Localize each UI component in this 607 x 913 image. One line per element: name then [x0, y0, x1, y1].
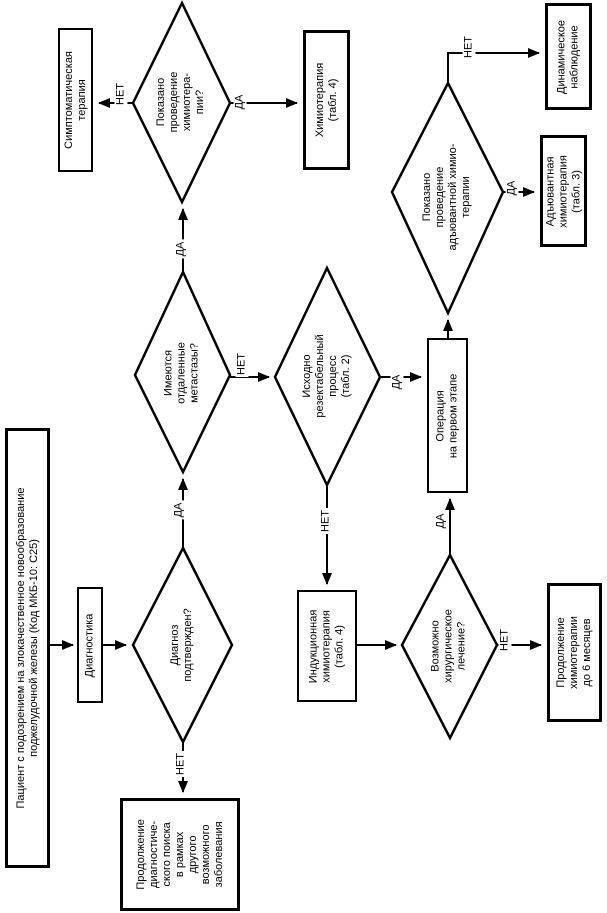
node-continue-chemo-6-months: Продолжение химиотерапии до 6 месяцев: [547, 583, 602, 722]
node-chemotherapy-label: Химиотерапия (табл. 4): [313, 62, 339, 138]
diamond-distant-metastases-label: Имеются отдаленные метастазы?: [162, 342, 201, 404]
diamond-diagnosis-confirmed: [131, 545, 234, 745]
edge-label-metastases-no: НЕТ: [235, 351, 249, 377]
edge-label-adjuvant-no: НЕТ: [462, 34, 476, 60]
diamond-initially-resectable: [273, 265, 382, 488]
diamond-chemo-indicated: [131, 0, 232, 205]
node-dynamic-observation: Динамическое наблюдение: [545, 3, 592, 110]
node-continue-diagnostic-search-label: Продолжение диагностиче- ского поиска в …: [134, 819, 225, 890]
node-operation-first-stage-label: Операция на первом этапе: [434, 373, 460, 458]
node-patient-label: Пациент с подозрением на злокачественное…: [14, 487, 40, 809]
diamond-distant-metastases: [133, 269, 232, 475]
node-diagnostics: Диагностика: [77, 587, 103, 703]
edge-label-surgery-no: НЕТ: [498, 627, 512, 653]
node-dynamic-observation-label: Динамическое наблюдение: [555, 19, 581, 94]
node-patient: Пациент с подозрением на злокачественное…: [5, 428, 50, 868]
edge-label-diagnosis-no: НЕТ: [174, 751, 188, 777]
node-induction-chemotherapy: Индукционная химиотерапия (табл. 4): [297, 590, 357, 702]
diamond-initially-resectable-label: Исходно резектабельный процесс (табл. 2): [301, 334, 352, 418]
edge-label-resectable-yes: ДА: [390, 372, 404, 392]
edge-label-chemo-indicated-yes: ДА: [233, 92, 247, 112]
edge-label-surgery-yes: ДА: [434, 511, 448, 531]
edge-label-adjuvant-yes: ДА: [505, 178, 519, 198]
diamond-adjuvant-chemo-indicated: [390, 80, 505, 316]
node-continue-chemo-6-months-label: Продолжение химиотерапии до 6 месяцев: [555, 616, 593, 689]
node-diagnostics-label: Диагностика: [83, 613, 96, 677]
node-operation-first-stage: Операция на первом этапе: [427, 338, 468, 493]
edge-adjuvant-no: [447, 48, 540, 83]
edge-label-resectable-no: НЕТ: [319, 508, 333, 534]
node-symptomatic-therapy: Симптоматическая терапия: [58, 28, 93, 172]
edge-label-metastases-yes: ДА: [174, 239, 188, 259]
node-continue-diagnostic-search: Продолжение диагностиче- ского поиска в …: [120, 798, 240, 911]
node-symptomatic-therapy-label: Симптоматическая терапия: [62, 51, 88, 149]
diamond-surgery-possible: [400, 552, 499, 741]
diamond-diagnosis-confirmed-label: Диагноз подтвержден?: [169, 608, 194, 682]
node-chemotherapy: Химиотерапия (табл. 4): [303, 30, 350, 170]
diamond-adjuvant-chemo-indicated-label: Показано проведение адъювантной химио- т…: [421, 143, 472, 251]
diamond-chemo-indicated-label: Показано проведение химиотера- пии?: [155, 71, 206, 133]
edge-label-chemo-indicated-no: НЕТ: [114, 81, 128, 107]
edge-label-diagnosis-yes: ДА: [172, 500, 186, 520]
node-induction-chemotherapy-label: Индукционная химиотерапия (табл. 4): [307, 609, 346, 683]
node-adjuvant-chemotherapy: Адъювантная химиотерапия (табл. 3): [540, 135, 587, 247]
node-adjuvant-chemotherapy-label: Адъювантная химиотерапия (табл. 3): [544, 154, 582, 228]
diamond-surgery-possible-label: Возможно хирургическое лечение?: [429, 609, 468, 683]
